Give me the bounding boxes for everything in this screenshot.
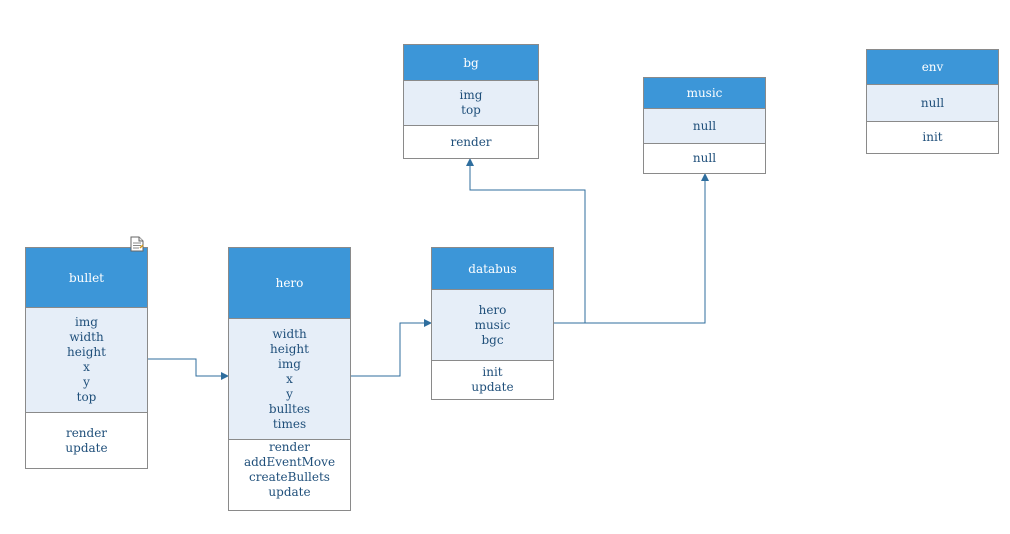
class-databus-attributes: hero music bgc	[432, 289, 553, 360]
connector-databus-to-bg	[466, 158, 586, 324]
class-databus[interactable]: databus hero music bgc init update	[431, 247, 554, 400]
attribute-x: x	[83, 360, 90, 374]
method-init: init	[482, 365, 503, 379]
attribute-width: width	[69, 330, 104, 344]
attribute-top: top	[76, 390, 97, 404]
class-hero-methods: render addEventMove createBullets update	[229, 439, 350, 510]
class-env[interactable]: env null init	[866, 49, 999, 154]
connector-databus-to-music	[585, 173, 709, 324]
attribute-height: height	[67, 345, 106, 359]
attribute-y: y	[83, 375, 90, 389]
method-render: render	[450, 134, 492, 149]
class-bg-methods: render	[404, 125, 538, 158]
class-hero-name: hero	[229, 248, 350, 318]
class-databus-methods: init update	[432, 360, 553, 399]
attribute-bulltes: bulltes	[268, 401, 311, 416]
attribute-img: img	[278, 356, 301, 371]
class-music-attributes: null	[644, 108, 765, 143]
class-databus-name: databus	[432, 248, 553, 289]
class-hero-attributes: width height img x y bulltes times	[229, 318, 350, 439]
attribute-null: null	[920, 95, 945, 110]
attribute-width: width	[272, 326, 307, 341]
attribute-null: null	[692, 118, 717, 133]
attribute-bgc: bgc	[481, 332, 504, 347]
attribute-times: times	[272, 416, 307, 431]
connector-hero-to-databus	[351, 319, 432, 377]
class-music-name: music	[644, 78, 765, 108]
attribute-x: x	[286, 371, 293, 386]
class-bullet-attributes: img width height x y top	[26, 307, 147, 412]
class-hero[interactable]: hero width height img x y bulltes times …	[228, 247, 351, 511]
class-bg-name: bg	[404, 45, 538, 80]
class-bg[interactable]: bg img top render	[403, 44, 539, 159]
method-render: render	[268, 440, 311, 454]
class-bg-attributes: img top	[404, 80, 538, 125]
method-addeventmove: addEventMove	[243, 455, 336, 469]
class-bullet-name: bullet	[26, 248, 147, 307]
class-music[interactable]: music null null	[643, 77, 766, 174]
method-null: null	[692, 151, 717, 165]
method-init: init	[922, 130, 943, 144]
class-bullet[interactable]: bullet img width height x y top render u…	[25, 247, 148, 469]
method-createbullets: createBullets	[249, 470, 330, 484]
attribute-img: img	[459, 88, 483, 102]
class-env-attributes: null	[867, 84, 998, 121]
method-update: update	[471, 380, 514, 394]
attribute-y: y	[286, 386, 293, 401]
attribute-top: top	[461, 103, 481, 117]
method-update: update	[268, 485, 311, 499]
attribute-hero: hero	[478, 302, 507, 317]
connector-bullet-to-hero	[148, 358, 229, 380]
note-icon[interactable]	[130, 236, 144, 252]
attribute-music: music	[474, 317, 511, 332]
class-bullet-methods: render update	[26, 412, 147, 468]
class-music-methods: null	[644, 143, 765, 173]
attribute-height: height	[270, 341, 309, 356]
class-env-methods: init	[867, 121, 998, 153]
class-env-name: env	[867, 50, 998, 84]
method-render: render	[65, 425, 108, 440]
attribute-img: img	[75, 315, 98, 329]
method-update: update	[65, 440, 108, 455]
